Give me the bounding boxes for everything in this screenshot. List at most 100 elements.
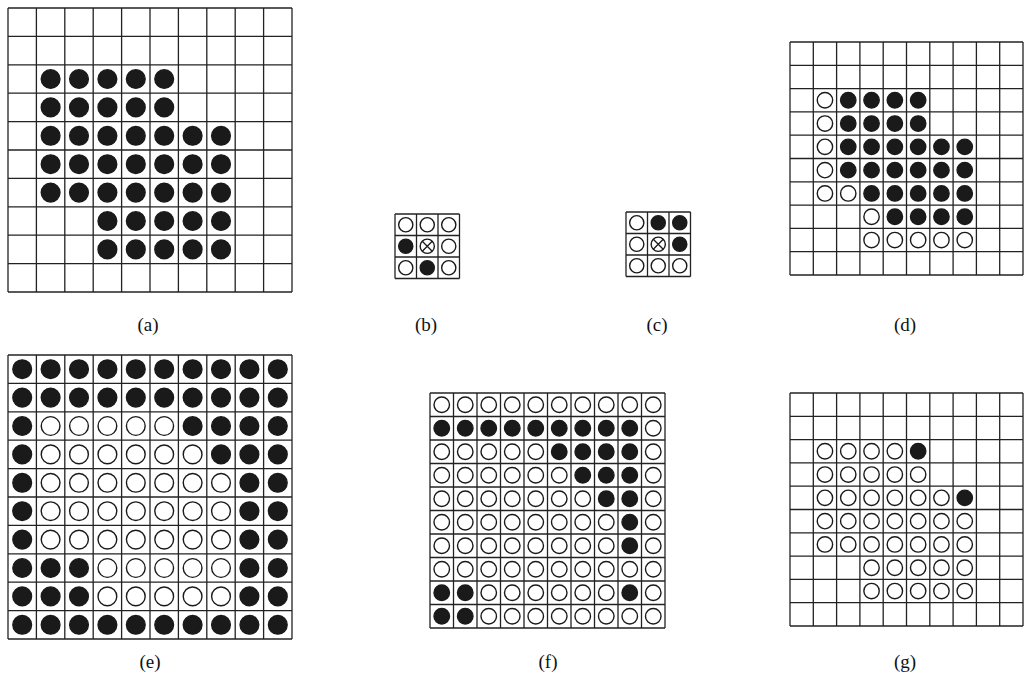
filled-pixel: [841, 139, 856, 154]
grid-line: [790, 392, 1023, 393]
filled-pixel: [183, 388, 202, 407]
panel-label: (d): [894, 315, 916, 336]
empty-pixel: [957, 232, 972, 247]
panel-label: (f): [539, 652, 558, 673]
empty-pixel: [155, 502, 174, 521]
filled-pixel: [212, 615, 231, 634]
grid-line: [8, 235, 292, 236]
filled-pixel: [155, 183, 174, 202]
filled-pixel: [910, 162, 925, 177]
filled-pixel: [841, 116, 856, 131]
grid-line: [790, 228, 1023, 229]
filled-pixel: [457, 420, 473, 436]
filled-pixel: [41, 559, 60, 578]
empty-pixel: [457, 444, 473, 460]
empty-pixel: [934, 232, 949, 247]
empty-pixel: [155, 473, 174, 492]
empty-pixel: [212, 587, 231, 606]
panel-label: (g): [894, 652, 916, 673]
empty-pixel: [41, 417, 60, 436]
filled-pixel: [864, 93, 879, 108]
grid-line: [8, 36, 292, 37]
empty-pixel: [957, 513, 972, 528]
filled-pixel: [126, 212, 145, 231]
empty-pixel: [622, 608, 638, 624]
empty-pixel: [528, 444, 544, 460]
empty-pixel: [575, 397, 591, 413]
empty-pixel: [481, 397, 497, 413]
grid-line: [8, 638, 292, 639]
filled-pixel: [268, 587, 287, 606]
filled-pixel: [434, 585, 450, 601]
empty-pixel: [864, 444, 879, 459]
empty-pixel: [887, 490, 902, 505]
empty-pixel: [864, 560, 879, 575]
filled-pixel: [622, 420, 638, 436]
empty-pixel: [551, 561, 567, 577]
empty-pixel: [598, 514, 614, 530]
empty-pixel: [504, 585, 520, 601]
filled-pixel: [41, 183, 60, 202]
filled-pixel: [864, 186, 879, 201]
empty-pixel: [155, 445, 174, 464]
filled-pixel: [268, 615, 287, 634]
empty-pixel: [598, 397, 614, 413]
grid-line: [8, 553, 292, 554]
empty-pixel: [817, 93, 832, 108]
empty-pixel: [155, 417, 174, 436]
grid-line: [430, 510, 665, 511]
filled-pixel: [598, 444, 614, 460]
filled-pixel: [41, 587, 60, 606]
filled-pixel: [887, 186, 902, 201]
empty-pixel: [575, 538, 591, 554]
filled-pixel: [268, 445, 287, 464]
empty-pixel: [504, 608, 520, 624]
empty-pixel: [528, 467, 544, 483]
empty-pixel: [934, 583, 949, 598]
filled-pixel: [268, 388, 287, 407]
filled-pixel: [212, 240, 231, 259]
grid-line: [790, 625, 1023, 626]
empty-pixel: [622, 561, 638, 577]
grid-line: [625, 212, 626, 277]
grid-line: [8, 206, 292, 207]
filled-pixel: [155, 126, 174, 145]
filled-pixel: [910, 116, 925, 131]
filled-pixel: [240, 473, 259, 492]
empty-pixel: [528, 514, 544, 530]
filled-pixel: [934, 209, 949, 224]
empty-pixel: [457, 467, 473, 483]
filled-pixel: [41, 126, 60, 145]
filled-pixel: [240, 615, 259, 634]
filled-pixel: [212, 388, 231, 407]
filled-pixel: [98, 388, 117, 407]
grid-line: [8, 496, 292, 497]
empty-pixel: [645, 608, 661, 624]
grid-line: [430, 533, 665, 534]
filled-pixel: [98, 615, 117, 634]
filled-pixel: [155, 155, 174, 174]
empty-pixel: [70, 502, 89, 521]
panel-label: (c): [646, 315, 667, 336]
empty-pixel: [481, 467, 497, 483]
filled-pixel: [957, 209, 972, 224]
filled-pixel: [957, 490, 972, 505]
filled-pixel: [70, 615, 89, 634]
filled-pixel: [155, 360, 174, 379]
empty-pixel: [887, 467, 902, 482]
empty-pixel: [551, 538, 567, 554]
panel-label: (e): [139, 652, 160, 673]
grid-line: [8, 354, 292, 355]
empty-pixel: [528, 491, 544, 507]
filled-pixel: [910, 444, 925, 459]
empty-pixel: [887, 444, 902, 459]
empty-pixel: [155, 587, 174, 606]
empty-pixel: [934, 490, 949, 505]
empty-pixel: [910, 490, 925, 505]
empty-pixel: [887, 513, 902, 528]
filled-pixel: [934, 162, 949, 177]
filled-pixel: [622, 491, 638, 507]
filled-pixel: [98, 183, 117, 202]
